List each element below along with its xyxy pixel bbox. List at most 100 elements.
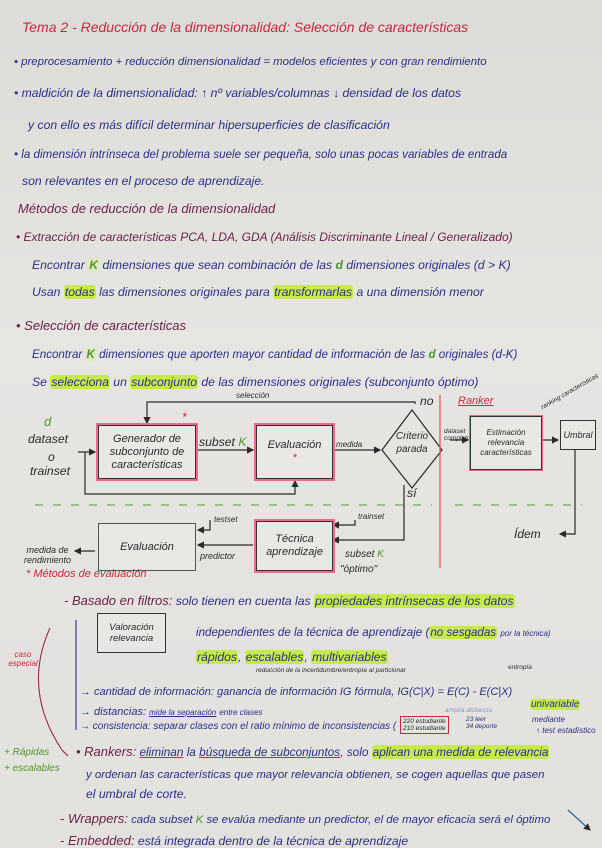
- selection-line-2: Se selecciona un subconjunto de las dime…: [32, 375, 478, 389]
- extraction-line-2: Usan todas las dimensiones originales pa…: [32, 285, 484, 299]
- highlight: todas: [63, 285, 96, 299]
- label-optimo: "óptimo": [340, 564, 378, 575]
- text: dimensiones que sean combinación de las: [102, 258, 333, 272]
- filtros-line-1: - Basado en filtros: solo tienen en cuen…: [64, 594, 515, 608]
- filtros-line-3: rápidos, escalables, multivariables: [196, 650, 388, 664]
- text: Usan: [32, 285, 61, 299]
- intro-line-4: • la dimensión intrínseca del problema s…: [14, 148, 508, 161]
- caso-especial-bracket: [37, 627, 69, 757]
- text: eliminan: [139, 745, 184, 759]
- highlight: transformarlas: [273, 285, 354, 299]
- text: → consistencia: separar clases con el ra…: [80, 721, 397, 732]
- extraction-title: • Extracción de características PCA, LDA…: [16, 230, 513, 244]
- label-si: sí: [407, 486, 417, 500]
- label-seleccion: selección: [236, 391, 270, 400]
- text: un: [113, 375, 127, 389]
- extraction-line-1: Encontrar K dimensiones que sean combina…: [32, 258, 511, 272]
- text: búsqueda de subconjuntos: [199, 745, 341, 759]
- asterisk-icon: *: [182, 410, 187, 424]
- table-cell: 23 leer: [466, 716, 486, 723]
- plus-escalables: + escalables: [4, 763, 60, 774]
- intro-line-2: • maldición de la dimensionalidad: ↑ nº …: [14, 86, 462, 100]
- highlight: subconjunto: [130, 375, 198, 389]
- label-dataset-completo: dataset completo: [444, 428, 471, 442]
- highlight: rápidos: [196, 650, 238, 664]
- label-o: o: [48, 450, 55, 464]
- selection-title: • Selección de características: [16, 318, 187, 333]
- text: subset: [199, 435, 235, 449]
- intro-line-3: y con ello es más difícil determinar hip…: [28, 118, 390, 132]
- k-highlight: K: [85, 348, 96, 361]
- rankers-line-1: • Rankers: eliminan la búsqueda de subco…: [76, 744, 550, 759]
- umbral-label: Umbral: [563, 429, 593, 440]
- criterio-diamond: [381, 409, 443, 489]
- wrappers-label: - Wrappers:: [60, 811, 128, 826]
- testset-arrow: [196, 520, 211, 534]
- d-highlight: d: [428, 348, 436, 361]
- text: → distancias:: [80, 706, 147, 718]
- rankers-label: • Rankers:: [76, 744, 137, 759]
- table-cell: 34 deporte: [466, 723, 498, 730]
- ranker-title: Ranker: [458, 395, 494, 407]
- text: Encontrar: [32, 348, 83, 361]
- filtros-line-2: independientes de la técnica de aprendiz…: [196, 626, 551, 640]
- text: subset: [345, 549, 375, 560]
- rankers-line-3: el umbral de corte.: [86, 787, 187, 801]
- test-label: ↑ test estadístico: [536, 726, 596, 735]
- generador-box: Generador de subconjunto de característi…: [98, 425, 196, 479]
- note-distancia: amplía distancia: [445, 707, 492, 714]
- valoracion-box: Valoración relevancia: [97, 613, 166, 653]
- trainset-arrow: [331, 520, 356, 529]
- label-trainset: trainset: [358, 512, 385, 521]
- filtros-info: → cantidad de información: ganancia de i…: [80, 686, 513, 698]
- filtros-consistencia: → consistencia: separar clases con el ra…: [80, 720, 396, 734]
- text: por la técnica): [500, 629, 551, 638]
- page-title: Tema 2 - Reducción de la dimensionalidad…: [22, 19, 469, 35]
- text: está integrada dentro de la técnica de a…: [137, 834, 409, 848]
- mediante-label: mediante: [532, 715, 565, 724]
- embedded-label: - Embedded:: [60, 833, 135, 848]
- selection-loop-arrow: [143, 401, 416, 425]
- filtros-distancias: → distancias: mide la separación entre c…: [80, 705, 262, 719]
- evaluacion-top-box: Evaluación*: [256, 425, 333, 479]
- intro-line-1: • preprocesamiento + reducción dimension…: [14, 56, 487, 68]
- highlight: propiedades intrínsecas de los datos: [314, 594, 515, 608]
- text: , solo: [340, 745, 369, 759]
- highlight: selecciona: [50, 375, 110, 389]
- text: entre clases: [219, 708, 263, 717]
- wrappers-line: - Wrappers: cada subset K se evalúa medi…: [60, 812, 550, 827]
- evaluacion-label: Evaluación: [120, 540, 174, 553]
- evaluacion-label: Evaluación: [267, 439, 322, 451]
- estimacion-box: Estimación relevancia características: [470, 416, 542, 470]
- text: se evalúa mediante un predictor, el de m…: [206, 814, 551, 826]
- tecnica-box: Técnica aprendizaje: [256, 521, 333, 571]
- caso-especial-label: caso especial: [8, 650, 38, 668]
- label-predictor: predictor: [200, 551, 236, 561]
- criterio-label: Criterio parada: [395, 431, 429, 455]
- umbral-to-idem-arrow: [558, 449, 576, 538]
- plus-rapidas: + Rápidas: [4, 747, 50, 758]
- note-entropia: entropía: [508, 664, 532, 671]
- text: mide la separación: [149, 708, 217, 717]
- evaluation-heading: * Métodos de evaluación: [26, 568, 147, 580]
- label-medida: medida: [336, 440, 363, 449]
- selection-line-1: Encontrar K dimensiones que aporten mayo…: [32, 348, 517, 362]
- highlight: no sesgadas: [429, 626, 498, 639]
- intro-line-5: son relevantes en el proceso de aprendiz…: [22, 174, 265, 188]
- k-label: K: [377, 549, 384, 560]
- text: las dimensiones originales para: [99, 285, 270, 299]
- text: solo tienen en cuenta las: [175, 594, 311, 608]
- label-idem: Ídem: [514, 527, 541, 541]
- k-highlight: K: [88, 258, 100, 272]
- text: la: [186, 745, 196, 759]
- text: cada subset: [131, 814, 193, 826]
- umbral-box: Umbral: [560, 420, 596, 450]
- text: dimensiones que aporten mayor cantidad d…: [99, 348, 426, 361]
- label-medida-rendimiento: medida de rendimiento: [23, 545, 72, 565]
- text: dimensiones originales (d > K): [346, 258, 511, 272]
- si-arrow: [331, 485, 405, 544]
- text: independientes de la técnica de aprendiz…: [196, 626, 430, 639]
- label-testset: testset: [214, 515, 238, 524]
- label-subset-k: subset K: [199, 435, 246, 449]
